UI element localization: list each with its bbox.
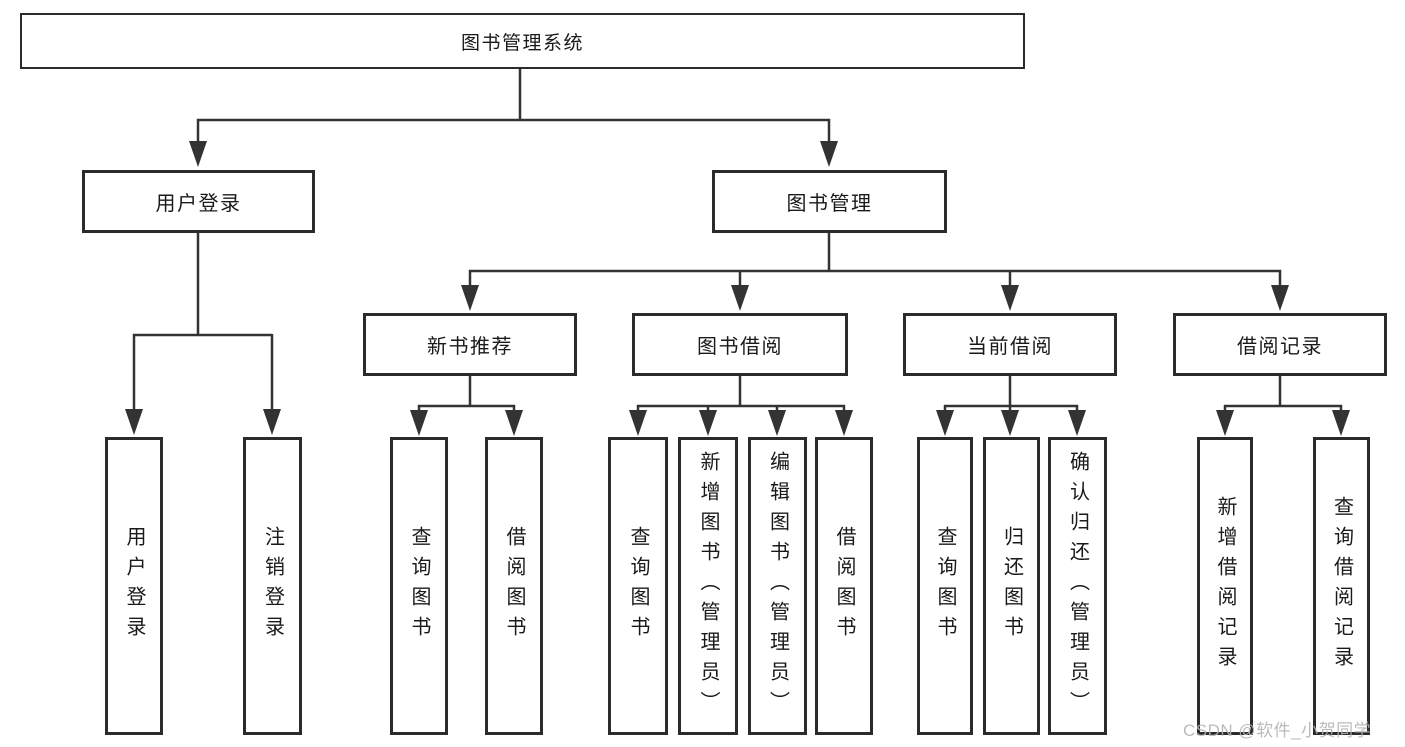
node-leaf-logout: 注销登录 xyxy=(243,437,302,735)
arrowheads xyxy=(125,141,1350,436)
node-book-borrowing: 图书借阅 xyxy=(632,313,848,376)
node-leaf-query-borrow-record: 查询借阅记录 xyxy=(1313,437,1370,735)
node-leaf-add-book-admin: 新增图书（管理员） xyxy=(678,437,738,735)
node-leaf-edit-book-admin: 编辑图书（管理员） xyxy=(748,437,807,735)
node-leaf-return-books: 归还图书 xyxy=(983,437,1040,735)
node-borrowing-records: 借阅记录 xyxy=(1173,313,1387,376)
node-leaf-add-borrow-record: 新增借阅记录 xyxy=(1197,437,1253,735)
node-current-borrowing: 当前借阅 xyxy=(903,313,1117,376)
node-leaf-borrow-books: 借阅图书 xyxy=(815,437,873,735)
node-leaf-borrow-books-recommend: 借阅图书 xyxy=(485,437,543,735)
node-leaf-confirm-return-admin: 确认归还（管理员） xyxy=(1048,437,1107,735)
node-new-book-recommend: 新书推荐 xyxy=(363,313,577,376)
node-library-management-system: 图书管理系统 xyxy=(20,13,1025,69)
node-leaf-query-books-current: 查询图书 xyxy=(917,437,973,735)
node-user-login: 用户登录 xyxy=(82,170,315,233)
node-book-management: 图书管理 xyxy=(712,170,947,233)
node-leaf-query-books-recommend: 查询图书 xyxy=(390,437,448,735)
node-leaf-user-login: 用户登录 xyxy=(105,437,163,735)
node-leaf-query-books-borrow: 查询图书 xyxy=(608,437,668,735)
csdn-watermark: CSDN @软件_小贺同学 xyxy=(1183,721,1372,740)
